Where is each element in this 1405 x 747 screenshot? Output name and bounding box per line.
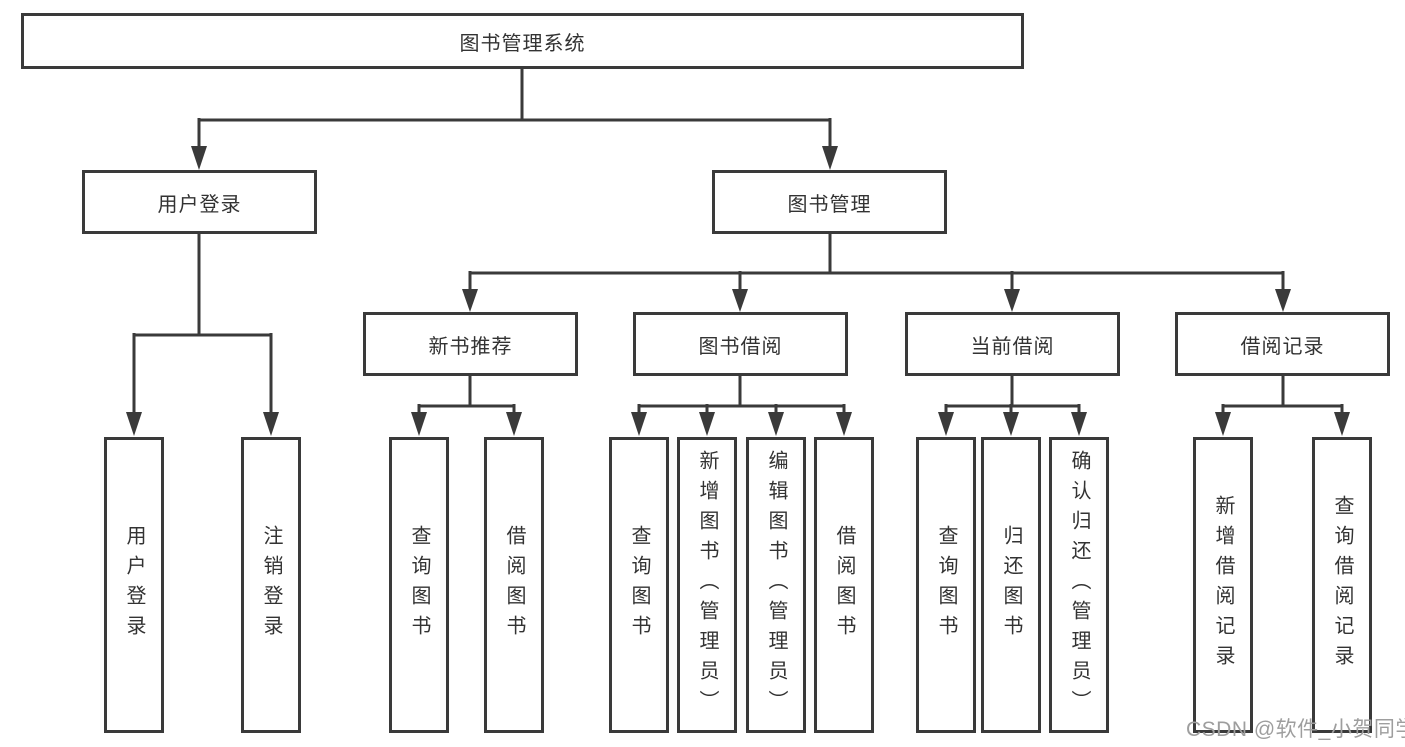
leaf-add-book-admin-label: 新增图书（管理员） xyxy=(696,450,718,720)
leaf-return-book: 归还图书 xyxy=(981,437,1041,733)
node-root-system: 图书管理系统 xyxy=(21,13,1024,69)
leaf-confirm-return-admin-label: 确认归还（管理员） xyxy=(1068,450,1090,720)
leaf-edit-book-admin-label: 编辑图书（管理员） xyxy=(765,450,787,720)
node-new-book-recommend-label: 新书推荐 xyxy=(428,335,513,358)
leaf-borrow-book-borrowing: 借阅图书 xyxy=(814,437,874,733)
node-current-borrowing-label: 当前借阅 xyxy=(970,335,1055,358)
node-new-book-recommend: 新书推荐 xyxy=(363,312,578,376)
leaf-logout: 注销登录 xyxy=(241,437,301,733)
leaf-query-book-current-label: 查询图书 xyxy=(935,525,957,645)
leaf-query-book-recommend: 查询图书 xyxy=(389,437,449,733)
node-root-system-label: 图书管理系统 xyxy=(459,32,586,55)
node-book-borrowing: 图书借阅 xyxy=(633,312,848,376)
leaf-add-book-admin: 新增图书（管理员） xyxy=(677,437,737,733)
node-user-login: 用户登录 xyxy=(82,170,317,234)
node-current-borrowing: 当前借阅 xyxy=(905,312,1120,376)
csdn-watermark: CSDN @软件_小贺同学 xyxy=(1186,718,1405,741)
leaf-return-book-label: 归还图书 xyxy=(1000,525,1022,645)
leaf-query-book-recommend-label: 查询图书 xyxy=(408,525,430,645)
leaf-logout-label: 注销登录 xyxy=(260,525,282,645)
leaf-add-borrow-record-label: 新增借阅记录 xyxy=(1212,495,1234,675)
leaf-borrow-book-recommend-label: 借阅图书 xyxy=(503,525,525,645)
leaf-query-book-borrowing-label: 查询图书 xyxy=(628,525,650,645)
leaf-edit-book-admin: 编辑图书（管理员） xyxy=(746,437,806,733)
leaf-query-book-current: 查询图书 xyxy=(916,437,976,733)
node-book-management: 图书管理 xyxy=(712,170,947,234)
leaf-add-borrow-record: 新增借阅记录 xyxy=(1193,437,1253,733)
leaf-query-borrow-record-label: 查询借阅记录 xyxy=(1331,495,1353,675)
node-borrowing-records: 借阅记录 xyxy=(1175,312,1390,376)
leaf-query-borrow-record: 查询借阅记录 xyxy=(1312,437,1372,733)
leaf-query-book-borrowing: 查询图书 xyxy=(609,437,669,733)
leaf-borrow-book-borrowing-label: 借阅图书 xyxy=(833,525,855,645)
node-book-management-label: 图书管理 xyxy=(787,193,872,216)
leaf-confirm-return-admin: 确认归还（管理员） xyxy=(1049,437,1109,733)
node-book-borrowing-label: 图书借阅 xyxy=(698,335,783,358)
leaf-user-login: 用户登录 xyxy=(104,437,164,733)
leaf-user-login-label: 用户登录 xyxy=(123,525,145,645)
leaf-borrow-book-recommend: 借阅图书 xyxy=(484,437,544,733)
node-user-login-label: 用户登录 xyxy=(157,193,242,216)
node-borrowing-records-label: 借阅记录 xyxy=(1240,335,1325,358)
